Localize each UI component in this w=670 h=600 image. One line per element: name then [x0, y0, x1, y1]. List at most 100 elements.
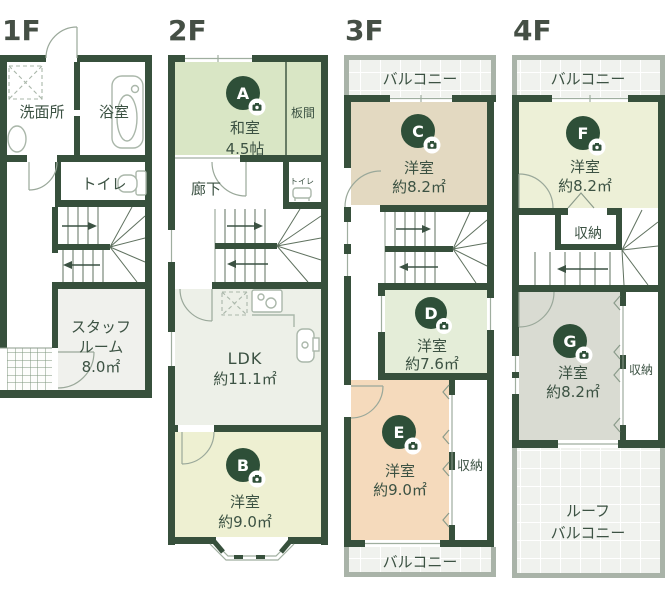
kitchen-counter	[252, 314, 295, 327]
floor-label-3f: 3F	[345, 14, 384, 47]
hallway-label: 廊下	[191, 180, 221, 198]
marker-letter-f: F	[578, 124, 589, 143]
roof-balcony-label-1: ルーフ	[566, 502, 610, 520]
marker-letter-e: E	[394, 423, 405, 442]
camera-icon	[423, 136, 441, 154]
washroom-label: 洗面所	[19, 103, 64, 121]
japanese-room-size: 4.5帖	[226, 140, 265, 158]
vanity-icon	[296, 328, 320, 363]
camera-icon	[575, 346, 593, 364]
floor-label-1f: 1F	[2, 14, 41, 47]
stairs-4f	[534, 209, 659, 286]
room-c-door	[344, 170, 382, 208]
western-room-f-label: 洋室	[570, 158, 600, 176]
roof-balcony-label-2: バルコニー	[551, 524, 626, 542]
western-room-b-area: 約9.0㎡	[218, 513, 272, 531]
washing-machine-icon	[8, 65, 43, 100]
photo-marker-b[interactable]: B	[226, 448, 266, 488]
camera-icon	[248, 470, 266, 488]
room-e-door	[350, 385, 384, 419]
balcony-top-label-3f: バルコニー	[383, 70, 458, 88]
western-room-f-area: 約8.2㎡	[558, 177, 612, 195]
staff-room-label-1: スタッフ	[71, 318, 131, 336]
floor-label-4f: 4F	[513, 14, 552, 47]
toilet-icon-1f	[117, 170, 147, 196]
toilet-label-1f: トイレ	[81, 175, 126, 193]
photo-marker-a[interactable]: A	[226, 76, 266, 116]
balcony-4f-top: バルコニー	[512, 55, 665, 97]
photo-marker-e[interactable]: E	[382, 415, 422, 455]
room-fills-1f	[7, 289, 145, 390]
kitchen-sink-icon	[221, 291, 248, 316]
bathroom-label: 浴室	[99, 103, 129, 121]
washroom-door	[28, 161, 58, 191]
ldk-label: LDK	[228, 349, 263, 368]
marker-letter-c: C	[412, 122, 424, 141]
toilet-label-2f: トイレ	[290, 177, 314, 186]
marker-letter-a: A	[237, 84, 250, 103]
marker-letter-g: G	[563, 332, 576, 351]
japanese-room-door	[211, 161, 247, 197]
balcony-top-label-4f: バルコニー	[551, 70, 626, 88]
photo-marker-d[interactable]: D	[415, 297, 452, 334]
western-room-d-label: 洋室	[417, 337, 447, 355]
walls-4f	[512, 95, 665, 452]
photo-marker-g[interactable]: G	[553, 324, 593, 364]
sink-basin-icon	[7, 125, 27, 153]
staff-room-door	[57, 351, 95, 389]
balcony-3f-top: バルコニー	[344, 55, 496, 97]
marker-letter-b: B	[237, 456, 249, 475]
camera-icon	[436, 318, 452, 334]
room-g-door	[518, 291, 555, 328]
room-f-door	[518, 173, 554, 209]
western-room-d-area: 約7.6㎡	[405, 355, 459, 373]
balcony-bottom-label-3f: バルコニー	[383, 553, 458, 571]
ldk-area: 約11.1㎡	[213, 370, 276, 388]
western-room-g-label: 洋室	[558, 364, 588, 382]
floor-plan-1f: 1F	[0, 14, 152, 398]
walls-1f	[0, 55, 152, 398]
ldk-door	[179, 288, 213, 322]
closet-label-3f: 収納	[457, 459, 483, 474]
staff-room-area: 8.0㎡	[82, 358, 121, 376]
stairs-2f	[214, 208, 322, 283]
stairs-1f	[58, 206, 146, 283]
staff-room	[58, 289, 145, 390]
western-room-e-area: 約9.0㎡	[373, 481, 427, 499]
western-room-g-area: 約8.2㎡	[546, 383, 600, 401]
western-room-e	[351, 380, 449, 540]
bathtub-icon	[111, 75, 144, 149]
floor-plan-3f: 3F バルコニー	[344, 14, 496, 577]
western-room-e-label: 洋室	[385, 462, 415, 480]
camera-icon	[404, 437, 422, 455]
closet-right-label: 収納	[629, 363, 653, 377]
wood-floor-label: 板間	[291, 106, 315, 120]
floor-plan-2f: 2F	[168, 14, 328, 561]
western-room-c-area: 約8.2㎡	[392, 178, 446, 196]
floor-plan-4f: 4F バルコニー	[512, 14, 665, 578]
japanese-room-label: 和室	[230, 119, 260, 137]
stairs-3f	[384, 211, 488, 284]
roof-balcony: ルーフ バルコニー	[512, 448, 665, 578]
entrance-tile	[7, 348, 52, 390]
photo-marker-c[interactable]: C	[401, 114, 441, 154]
western-room-b-label: 洋室	[230, 493, 260, 511]
camera-icon	[588, 138, 606, 156]
western-room-c-label: 洋室	[404, 159, 434, 177]
western-room-g	[519, 292, 620, 440]
bay-window	[209, 537, 295, 561]
toilet-icon-2f	[292, 187, 312, 201]
marker-letter-d: D	[424, 304, 437, 323]
photo-marker-f[interactable]: F	[566, 116, 606, 156]
balcony-3f-bottom: バルコニー	[344, 547, 496, 577]
closet-folding-doors-3f	[442, 384, 450, 528]
staff-room-label-2: ルーム	[79, 338, 124, 356]
stove-icon	[251, 289, 283, 313]
camera-icon	[248, 98, 266, 116]
walls-3f	[344, 95, 496, 547]
closet-folding-doors-4f	[613, 295, 621, 433]
closet-center-area	[561, 214, 616, 244]
walls-2f	[168, 55, 328, 545]
